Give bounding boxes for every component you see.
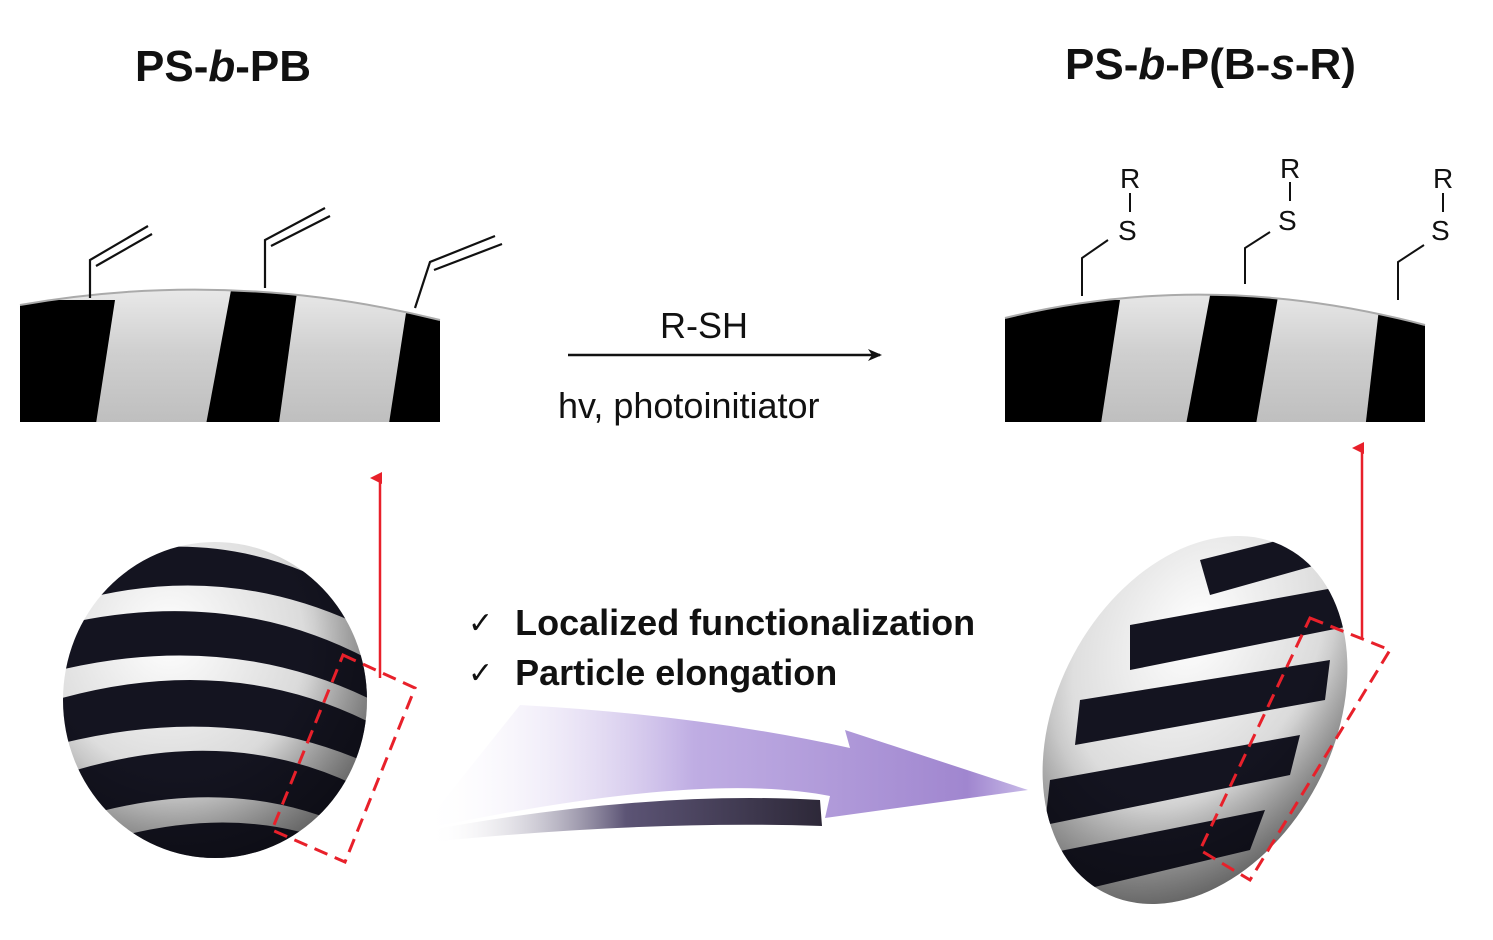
s-label: S [1278,205,1297,236]
title-part: b [208,42,236,91]
check-icon: ✓ [468,655,494,691]
spherical-particle [63,542,367,858]
left-polymer-segment [19,207,503,422]
highlight-box-left [270,652,417,864]
feature-label: Particle elongation [515,652,838,693]
conditions-label: hv, photoinitiator [558,385,820,426]
r-label: R [1120,163,1140,194]
check-icon: ✓ [468,605,494,641]
right-polymer-segment: R S R S R S [1004,153,1453,422]
vinyl-side-groups [88,207,503,309]
reagent-label: R-SH [660,305,748,346]
ellipsoidal-particle [1040,520,1370,904]
title-part: s [1270,40,1295,89]
title-part: -PB [235,42,312,91]
title-part: -R) [1294,40,1356,89]
r-label: R [1280,153,1300,184]
title-part: b [1138,40,1166,89]
left-polymer-title: PS-b-PB [135,42,311,92]
process-arrow [420,705,1028,842]
thioether-side-groups: R S R S R S [1081,153,1453,300]
right-polymer-title: PS-b-P(B-s-R) [1065,40,1356,90]
highlight-box-right [1198,616,1393,883]
feature-item: ✓ Particle elongation [468,652,837,694]
r-label: R [1433,163,1453,194]
feature-item: ✓ Localized functionalization [468,602,975,644]
title-part: -P(B- [1165,40,1271,89]
feature-label: Localized functionalization [515,602,976,643]
title-part: PS- [135,42,209,91]
s-label: S [1118,215,1137,246]
title-part: PS- [1065,40,1139,89]
s-label: S [1431,215,1450,246]
